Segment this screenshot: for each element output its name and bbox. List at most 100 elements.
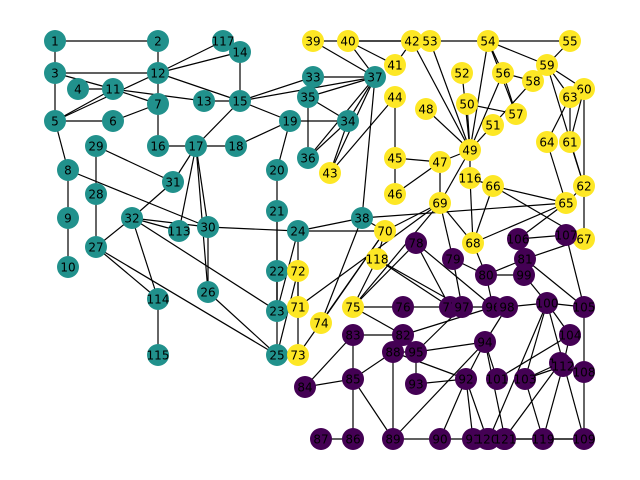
node-10[interactable]: 10 (57, 256, 79, 278)
node-67[interactable]: 67 (573, 228, 595, 250)
node-116[interactable]: 116 (459, 167, 482, 189)
node-20[interactable]: 20 (266, 159, 288, 181)
node-97[interactable]: 97 (451, 296, 473, 318)
node-39[interactable]: 39 (302, 30, 324, 52)
node-94[interactable]: 94 (474, 331, 496, 353)
node-57[interactable]: 57 (505, 103, 527, 125)
node-36[interactable]: 36 (297, 147, 319, 169)
node-99[interactable]: 99 (513, 264, 535, 286)
node-71[interactable]: 71 (287, 296, 309, 318)
node-13[interactable]: 13 (193, 90, 215, 112)
node-51[interactable]: 51 (482, 114, 504, 136)
node-34[interactable]: 34 (337, 110, 359, 132)
node-105[interactable]: 105 (573, 296, 596, 318)
node-64[interactable]: 64 (536, 131, 558, 153)
node-87[interactable]: 87 (310, 428, 332, 450)
node-8[interactable]: 8 (57, 159, 79, 181)
node-21[interactable]: 21 (266, 200, 288, 222)
node-89[interactable]: 89 (382, 428, 404, 450)
node-108[interactable]: 108 (573, 361, 596, 383)
node-90[interactable]: 90 (429, 428, 451, 450)
node-12[interactable]: 12 (147, 62, 169, 84)
node-6[interactable]: 6 (102, 110, 124, 132)
node-74[interactable]: 74 (310, 312, 332, 334)
node-26[interactable]: 26 (197, 281, 219, 303)
node-15[interactable]: 15 (229, 90, 251, 112)
node-98[interactable]: 98 (496, 296, 518, 318)
node-45[interactable]: 45 (384, 147, 406, 169)
node-65[interactable]: 65 (555, 192, 577, 214)
node-18[interactable]: 18 (225, 135, 247, 157)
node-29[interactable]: 29 (85, 135, 107, 157)
node-115[interactable]: 115 (147, 344, 170, 366)
node-43[interactable]: 43 (319, 162, 341, 184)
node-106[interactable]: 106 (507, 228, 530, 250)
node-72[interactable]: 72 (287, 260, 309, 282)
node-50[interactable]: 50 (456, 93, 478, 115)
node-19[interactable]: 19 (279, 110, 301, 132)
node-93[interactable]: 93 (405, 373, 427, 395)
node-7[interactable]: 7 (147, 93, 169, 115)
node-109[interactable]: 109 (573, 428, 596, 450)
node-25[interactable]: 25 (266, 344, 288, 366)
node-14[interactable]: 14 (229, 41, 251, 63)
node-5[interactable]: 5 (44, 110, 66, 132)
node-30[interactable]: 30 (197, 216, 219, 238)
node-44[interactable]: 44 (384, 86, 406, 108)
node-46[interactable]: 46 (384, 183, 406, 205)
node-58[interactable]: 58 (522, 70, 544, 92)
node-70[interactable]: 70 (374, 220, 396, 242)
node-112[interactable]: 112 (552, 355, 575, 377)
node-55[interactable]: 55 (559, 30, 581, 52)
node-31[interactable]: 31 (162, 171, 184, 193)
node-62[interactable]: 62 (573, 175, 595, 197)
node-114[interactable]: 114 (147, 288, 170, 310)
node-61[interactable]: 61 (559, 131, 581, 153)
node-117[interactable]: 117 (212, 30, 235, 52)
node-53[interactable]: 53 (419, 30, 441, 52)
node-121[interactable]: 121 (494, 428, 517, 450)
node-79[interactable]: 79 (442, 248, 464, 270)
node-35[interactable]: 35 (297, 86, 319, 108)
node-81[interactable]: 81 (514, 248, 536, 270)
node-56[interactable]: 56 (492, 62, 514, 84)
node-17[interactable]: 17 (185, 135, 207, 157)
node-3[interactable]: 3 (44, 62, 66, 84)
node-41[interactable]: 41 (384, 54, 406, 76)
node-40[interactable]: 40 (337, 30, 359, 52)
node-42[interactable]: 42 (401, 30, 423, 52)
node-88[interactable]: 88 (382, 341, 404, 363)
node-24[interactable]: 24 (287, 220, 309, 242)
node-38[interactable]: 38 (351, 207, 373, 229)
node-78[interactable]: 78 (405, 232, 427, 254)
node-32[interactable]: 32 (121, 207, 143, 229)
node-100[interactable]: 100 (536, 292, 559, 314)
node-47[interactable]: 47 (429, 151, 451, 173)
node-49[interactable]: 49 (459, 139, 481, 161)
node-113[interactable]: 113 (168, 220, 191, 242)
node-85[interactable]: 85 (342, 368, 364, 390)
node-11[interactable]: 11 (102, 78, 124, 100)
node-120[interactable]: 120 (476, 428, 499, 450)
node-22[interactable]: 22 (266, 260, 288, 282)
node-80[interactable]: 80 (475, 264, 497, 286)
node-118[interactable]: 118 (366, 248, 389, 270)
node-16[interactable]: 16 (147, 135, 169, 157)
node-69[interactable]: 69 (429, 192, 451, 214)
node-75[interactable]: 75 (342, 296, 364, 318)
node-9[interactable]: 9 (57, 207, 79, 229)
node-83[interactable]: 83 (342, 324, 364, 346)
node-48[interactable]: 48 (415, 98, 437, 120)
node-104[interactable]: 104 (559, 324, 582, 346)
node-76[interactable]: 76 (392, 296, 414, 318)
node-103[interactable]: 103 (514, 368, 537, 390)
node-33[interactable]: 33 (302, 66, 324, 88)
node-59[interactable]: 59 (536, 54, 558, 76)
node-119[interactable]: 119 (532, 428, 555, 450)
node-101[interactable]: 101 (486, 368, 509, 390)
node-1[interactable]: 1 (44, 30, 66, 52)
node-66[interactable]: 66 (482, 175, 504, 197)
node-73[interactable]: 73 (287, 344, 309, 366)
node-52[interactable]: 52 (451, 62, 473, 84)
node-86[interactable]: 86 (342, 428, 364, 450)
